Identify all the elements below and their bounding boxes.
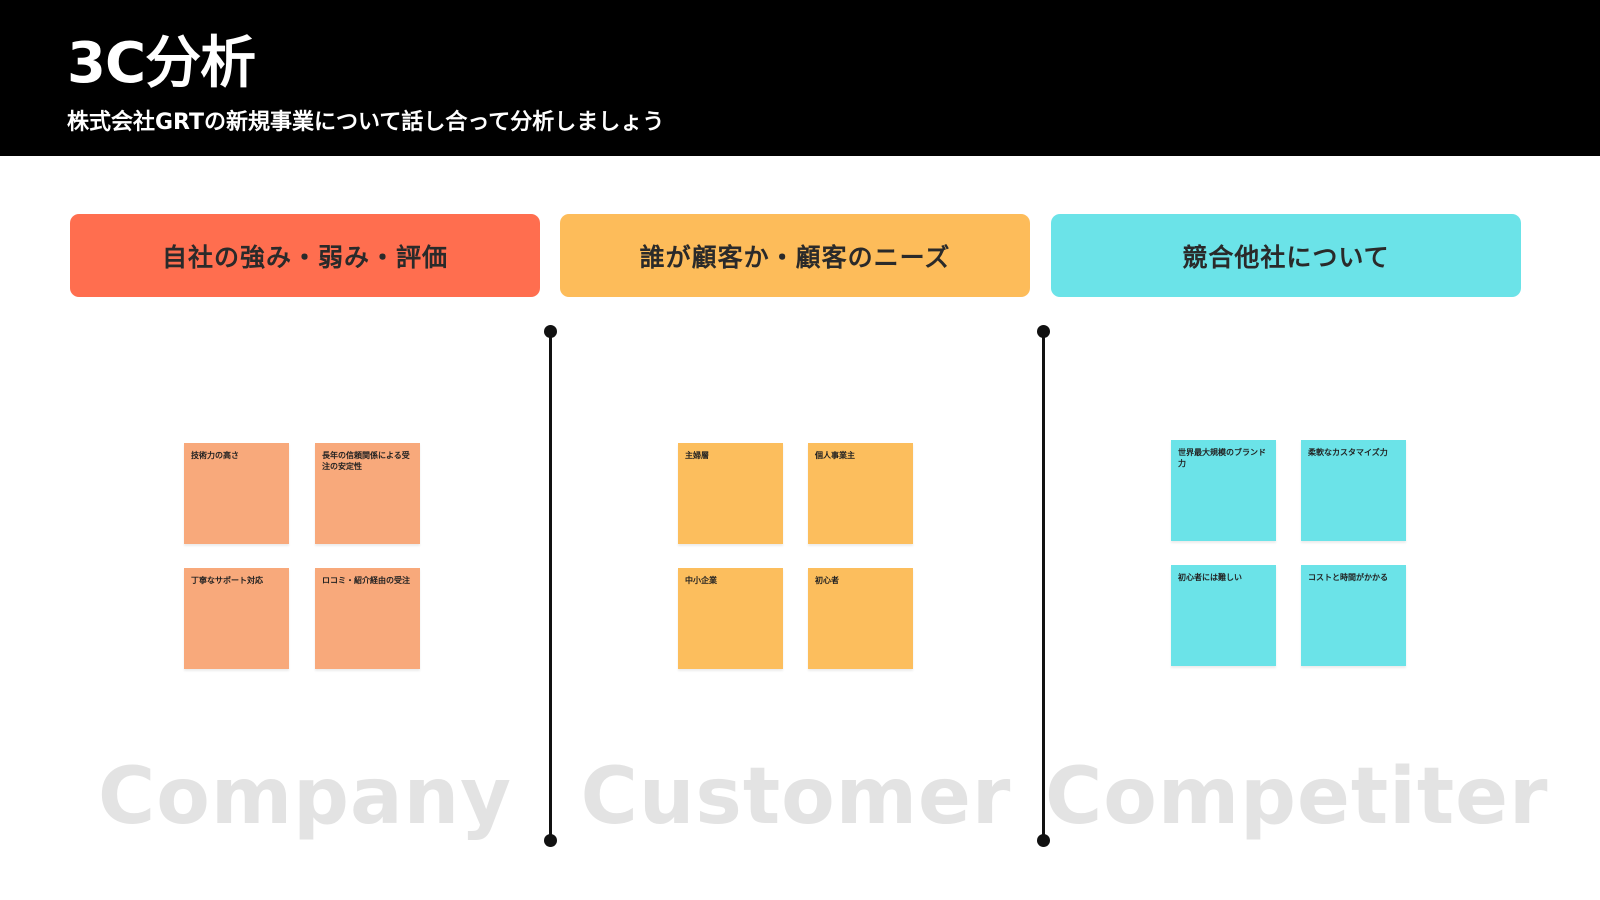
sticky-note[interactable]: 世界最大規模のブランド力 bbox=[1171, 440, 1276, 541]
divider-endpoint[interactable] bbox=[1037, 325, 1050, 338]
sticky-note[interactable]: コストと時間がかかる bbox=[1301, 565, 1406, 666]
sticky-note[interactable]: 長年の信頼関係による受注の安定性 bbox=[315, 443, 420, 544]
sticky-note[interactable]: 丁寧なサポート対応 bbox=[184, 568, 289, 669]
title-banner: 3C分析 株式会社GRTの新規事業について話し合って分析しましょう bbox=[0, 0, 1600, 156]
column-header-company[interactable]: 自社の強み・弱み・評価 bbox=[70, 214, 540, 297]
divider-endpoint[interactable] bbox=[544, 325, 557, 338]
sticky-note[interactable]: 中小企業 bbox=[678, 568, 783, 669]
column-divider[interactable] bbox=[1037, 325, 1050, 847]
page-subtitle: 株式会社GRTの新規事業について話し合って分析しましょう bbox=[67, 110, 665, 135]
sticky-note[interactable]: 主婦層 bbox=[678, 443, 783, 544]
sticky-note[interactable]: 個人事業主 bbox=[808, 443, 913, 544]
column-header-customer[interactable]: 誰が顧客か・顧客のニーズ bbox=[560, 214, 1030, 297]
column-divider[interactable] bbox=[544, 325, 557, 847]
divider-endpoint[interactable] bbox=[544, 834, 557, 847]
watermark-company: Company bbox=[98, 752, 512, 842]
column-header-competitor[interactable]: 競合他社について bbox=[1051, 214, 1521, 297]
sticky-note[interactable]: 初心者には難しい bbox=[1171, 565, 1276, 666]
divider-endpoint[interactable] bbox=[1037, 834, 1050, 847]
page-title: 3C分析 bbox=[67, 31, 256, 96]
sticky-note[interactable]: ロコミ・紹介経由の受注 bbox=[315, 568, 420, 669]
sticky-note[interactable]: 初心者 bbox=[808, 568, 913, 669]
watermark-competitor: Competiter bbox=[1045, 752, 1549, 842]
sticky-note[interactable]: 技術力の高さ bbox=[184, 443, 289, 544]
watermark-customer: Customer bbox=[580, 752, 1012, 842]
sticky-note[interactable]: 柔軟なカスタマイズ力 bbox=[1301, 440, 1406, 541]
